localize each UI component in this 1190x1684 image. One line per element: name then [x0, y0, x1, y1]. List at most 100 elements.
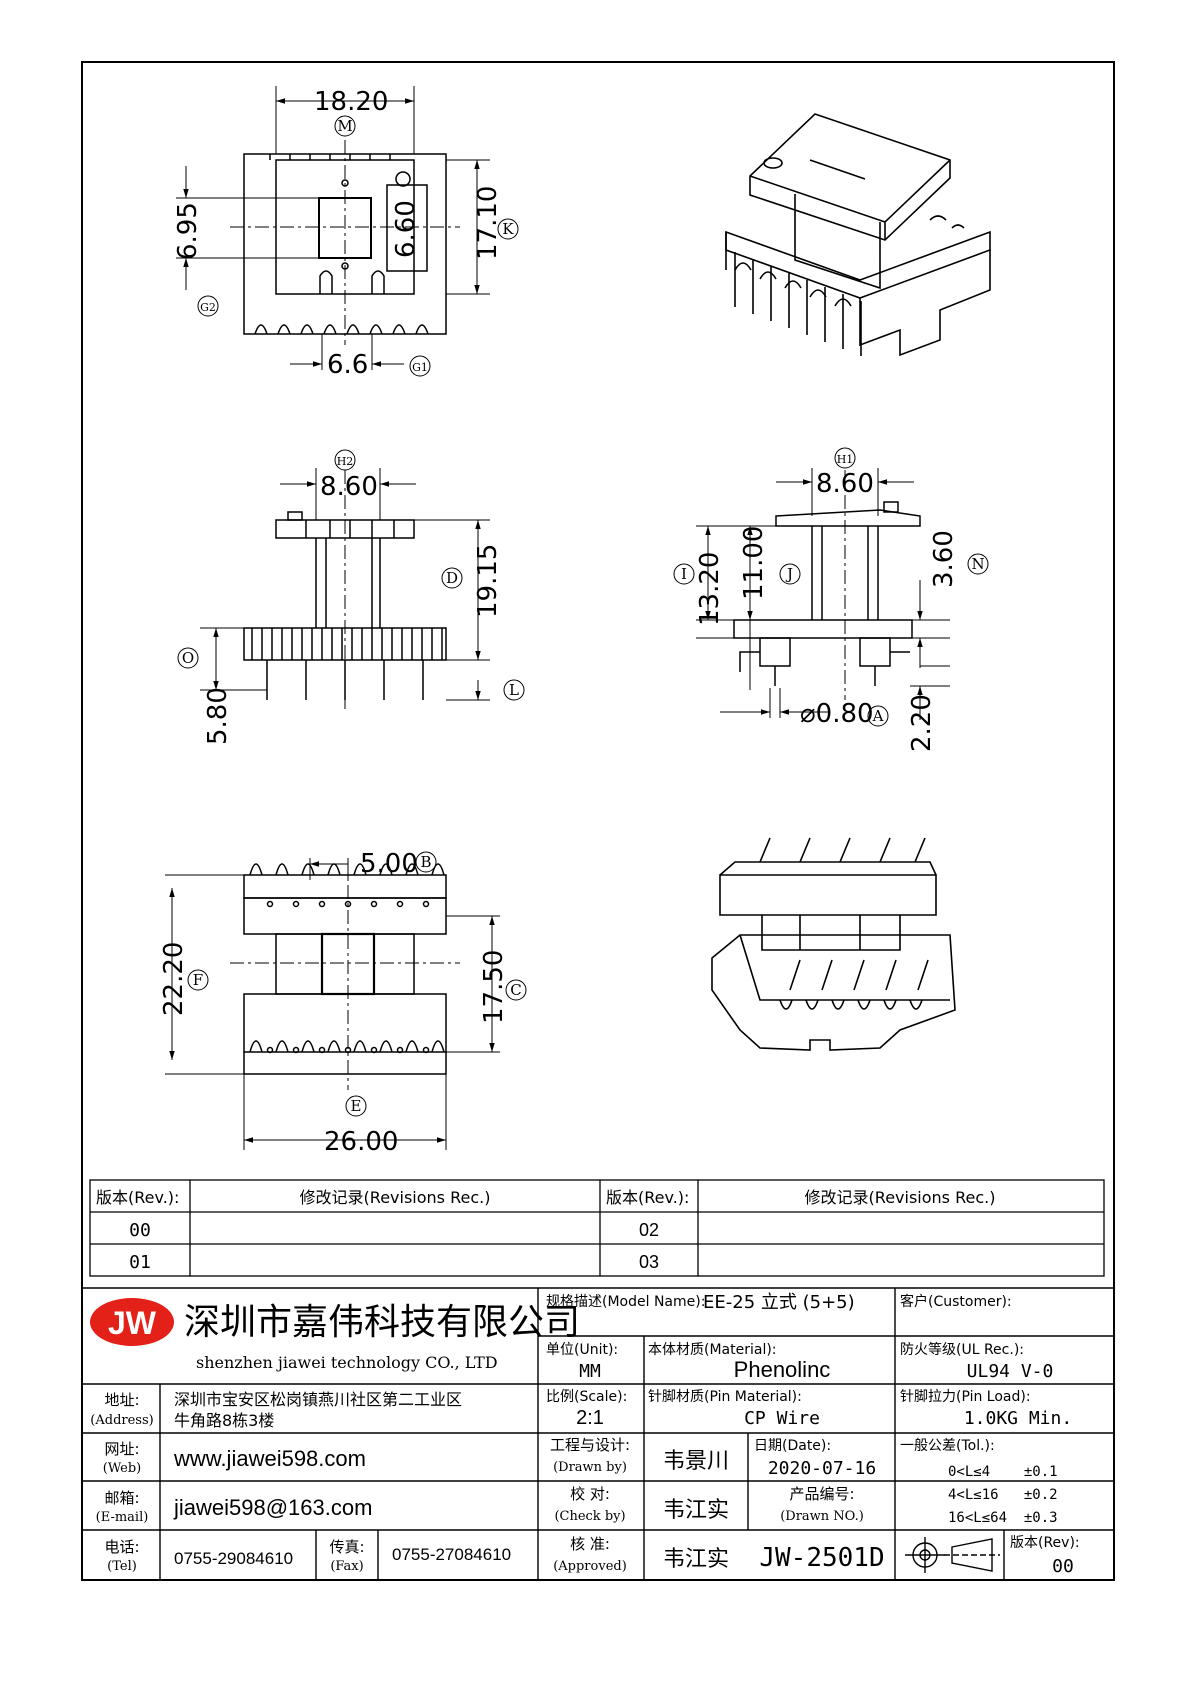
marker-m: M	[337, 117, 352, 135]
ul-value: UL94 V-0	[967, 1361, 1054, 1382]
model-value: EE-25 立式 (5+5)	[703, 1292, 855, 1313]
rec-header-right: 修改记录(Revisions Rec.)	[805, 1188, 996, 1207]
drawn-label: 工程与设计:	[550, 1436, 630, 1454]
scale-value: 2:1	[576, 1407, 604, 1429]
dim-side-pin-value: 0.80	[816, 699, 874, 729]
tel-value: 0755-29084610	[174, 1549, 293, 1568]
scale-label: 比例(Scale):	[546, 1389, 627, 1405]
sheet-border	[81, 61, 1115, 1581]
dim-side-flange: 3.60	[929, 530, 959, 588]
rev-header-right: 版本(Rev.):	[606, 1188, 689, 1207]
marker-a: A	[872, 707, 884, 725]
marker-o: O	[182, 649, 194, 667]
tol-line: 16<L≤64 ±0.3	[948, 1510, 1058, 1526]
marker-e: E	[351, 1097, 362, 1115]
logo-text: JW	[108, 1305, 157, 1341]
marker-i: I	[681, 565, 687, 583]
marker-l: L	[509, 681, 519, 699]
rev-label: 版本(Rev):	[1010, 1535, 1080, 1551]
fax-label: 传真:	[329, 1538, 364, 1556]
tel-label: 电话:	[104, 1538, 139, 1556]
fax-value: 0755-27084610	[392, 1545, 511, 1564]
marker-group-bottom	[187, 851, 527, 1117]
dim-bottom-height: 22.20	[159, 942, 189, 1016]
dim-top-slot: 6.6	[327, 350, 368, 380]
email-value[interactable]: jiawei598@163.com	[173, 1495, 372, 1520]
front-view	[200, 468, 490, 710]
iso-view-bottom	[711, 837, 956, 1051]
dim-front-height: 19.15	[473, 544, 503, 618]
dim-front-base: 5.80	[203, 687, 233, 745]
approve-label-en: (Approved)	[553, 1559, 627, 1574]
rev-value: 00	[1052, 1556, 1074, 1577]
dim-side-total: 13.20	[695, 552, 725, 626]
marker-b: B	[420, 853, 431, 871]
marker-c: C	[510, 981, 521, 999]
date-value: 2020-07-16	[768, 1458, 876, 1479]
dim-front-width: 8.60	[320, 472, 378, 502]
marker-g2: G2	[200, 301, 216, 314]
projection-symbol-icon	[905, 1537, 1000, 1573]
drawing-no-label: 产品编号:	[789, 1485, 854, 1503]
check-label: 校 对:	[570, 1485, 610, 1503]
checked-by-value: 韦江实	[663, 1498, 729, 1523]
drawn-label-en: (Drawn by)	[553, 1460, 627, 1475]
marker-group-side	[673, 447, 989, 727]
company-name-en: shenzhen jiawei technology CO., LTD	[196, 1353, 498, 1372]
pin-load-value: 1.0KG Min.	[964, 1408, 1072, 1429]
unit-value: MM	[579, 1361, 601, 1382]
tol-line: 4<L≤16 ±0.2	[948, 1487, 1058, 1503]
marker-d: D	[446, 569, 458, 587]
rev-row-right: 02	[639, 1220, 659, 1240]
side-view	[696, 468, 950, 720]
dim-top-inner: 6.60	[391, 200, 421, 258]
email-label-en: (E-mail)	[96, 1510, 149, 1525]
dim-side-pin: ⌀0.80	[800, 699, 874, 729]
dim-top-height-left: 6.95	[173, 202, 203, 260]
model-label: 规格描述(Model Name):	[546, 1294, 705, 1310]
rev-row-left: 00	[129, 1220, 151, 1241]
tol-line: 0<L≤4 ±0.1	[948, 1464, 1058, 1480]
rev-row-left: 01	[129, 1252, 151, 1273]
address-line-2: 牛角路8栋3楼	[174, 1411, 274, 1430]
dim-top-width: 18.20	[314, 87, 388, 117]
marker-h2: H2	[337, 455, 354, 468]
ul-label: 防火等级(UL Rec.):	[900, 1341, 1024, 1358]
material-label: 本体材质(Material):	[648, 1342, 777, 1358]
title-block-grid	[82, 1287, 1114, 1580]
customer-label: 客户(Customer):	[900, 1293, 1012, 1310]
dim-bottom-inner: 17.50	[479, 950, 509, 1024]
email-label: 邮箱:	[104, 1489, 139, 1507]
tel-label-en: (Tel)	[107, 1559, 137, 1574]
marker-k: K	[502, 220, 514, 238]
web-label-en: (Web)	[103, 1461, 141, 1476]
marker-f: F	[193, 971, 203, 989]
material-value: Phenolinc	[734, 1357, 831, 1382]
drawn-by-value: 韦景川	[663, 1449, 729, 1474]
dim-top-height-right: 17.10	[473, 186, 503, 260]
pin-material-value: CP Wire	[744, 1408, 820, 1429]
fax-label-en: (Fax)	[330, 1559, 363, 1574]
web-value[interactable]: www.jiawei598.com	[173, 1446, 366, 1471]
bottom-view	[165, 858, 500, 1150]
dim-bottom-pitch: 5.00	[360, 849, 418, 879]
marker-j: J	[785, 565, 793, 583]
company-logo: JW	[90, 1298, 174, 1346]
dim-side-width: 8.60	[816, 469, 874, 499]
drawing-no-value: JW-2501D	[759, 1543, 884, 1573]
rev-header-left: 版本(Rev.):	[96, 1188, 179, 1207]
web-label: 网址:	[104, 1440, 139, 1458]
dim-bottom-width: 26.00	[324, 1127, 398, 1157]
company-name-cn: 深圳市嘉伟科技有限公司	[184, 1302, 580, 1343]
marker-h1: H1	[837, 453, 854, 466]
check-label-en: (Check by)	[554, 1509, 625, 1524]
approve-label: 核 准:	[570, 1535, 610, 1553]
address-label: 地址:	[104, 1391, 139, 1409]
tol-label: 一般公差(Tol.):	[900, 1438, 995, 1454]
pin-load-label: 针脚拉力(Pin Load):	[900, 1389, 1031, 1405]
dim-side-pin-length: 2.20	[907, 694, 937, 752]
iso-view-top	[725, 113, 991, 357]
rec-header-left: 修改记录(Revisions Rec.)	[300, 1188, 491, 1207]
address-line-1: 深圳市宝安区松岗镇燕川社区第二工业区	[174, 1390, 462, 1409]
